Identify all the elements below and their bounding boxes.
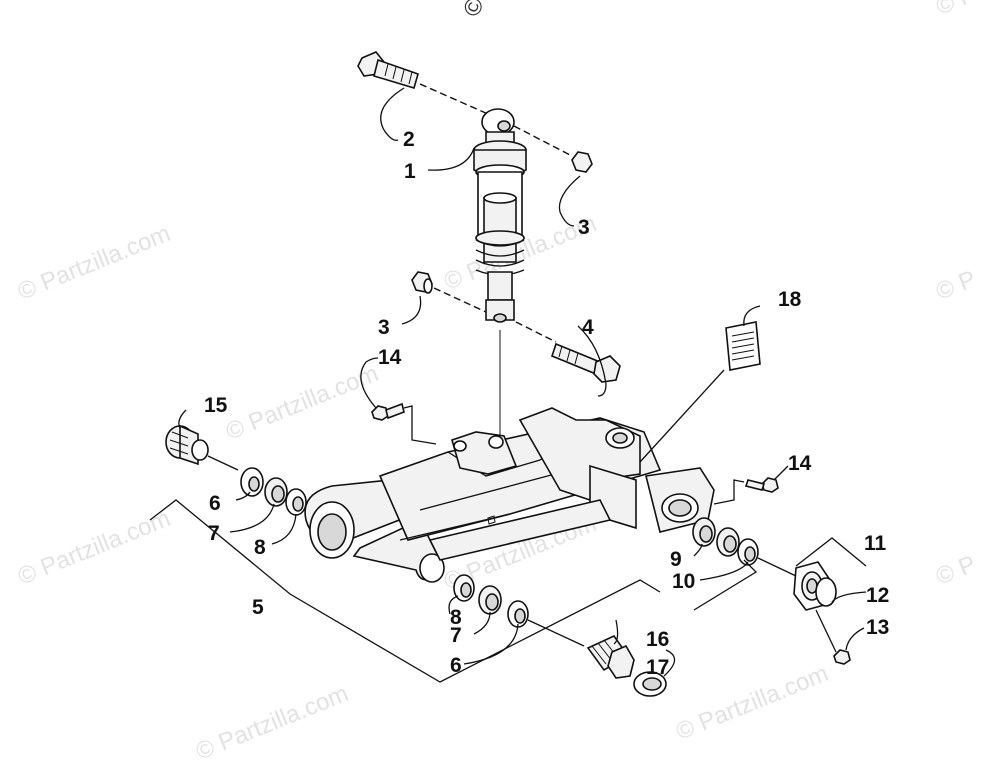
callout-14-left: 14 (378, 346, 402, 369)
watermark: © P (458, 0, 497, 20)
watermark: © Partzilla.com (14, 505, 174, 591)
callout-13: 13 (866, 616, 889, 639)
bottom-bearing-stack (453, 574, 585, 647)
callout-6-bottom: 6 (450, 654, 462, 677)
screw-left (371, 402, 437, 445)
callout-11: 11 (864, 532, 887, 555)
callout-2: 2 (403, 128, 415, 151)
watermark: © P (932, 550, 980, 590)
callout-16: 16 (646, 628, 669, 651)
swing-arm (304, 407, 715, 583)
callout-14-right: 14 (788, 452, 812, 475)
leader-lines (149, 87, 867, 683)
watermark: © Partzilla.com (192, 680, 352, 766)
callout-1: 1 (404, 160, 416, 183)
left-bearing-stack (240, 467, 307, 516)
upper-bolt (357, 51, 489, 115)
watermark: © P (932, 0, 980, 21)
callout-17: 17 (646, 656, 669, 679)
watermark: © P (932, 265, 980, 305)
callout-15: 15 (204, 394, 228, 417)
watermark: © Partzilla.com (14, 220, 174, 306)
lower-nut (411, 271, 487, 313)
right-bearing-stack (692, 517, 797, 577)
callout-7-bottom: 7 (450, 624, 462, 647)
callout-6-left: 6 (209, 492, 221, 515)
callout-3-upper: 3 (578, 216, 590, 239)
callout-8-left: 8 (254, 536, 266, 559)
upper-nut (513, 125, 593, 173)
cover-plate (793, 561, 851, 665)
callout-7-left: 7 (208, 522, 220, 545)
screw-right (713, 477, 779, 505)
callout-9: 9 (670, 548, 682, 571)
watermark: © Partzilla.com (672, 660, 832, 746)
lower-bolt (515, 321, 621, 383)
callout-10: 10 (672, 570, 695, 593)
callout-8-bottom: 8 (450, 606, 462, 629)
bushing-15 (165, 424, 239, 471)
pivot-bolt (586, 634, 667, 697)
shock-absorber (473, 108, 527, 470)
callouts: 1 2 3 3 4 5 6 6 7 7 8 8 9 10 11 12 13 14… (204, 128, 889, 679)
callout-18: 18 (778, 288, 802, 311)
callout-12: 12 (866, 584, 889, 607)
callout-3-lower: 3 (378, 316, 390, 339)
watermark: © Partzilla.com (222, 360, 382, 446)
callout-5: 5 (252, 596, 264, 619)
warning-decal (725, 321, 761, 371)
callout-4: 4 (582, 316, 594, 339)
